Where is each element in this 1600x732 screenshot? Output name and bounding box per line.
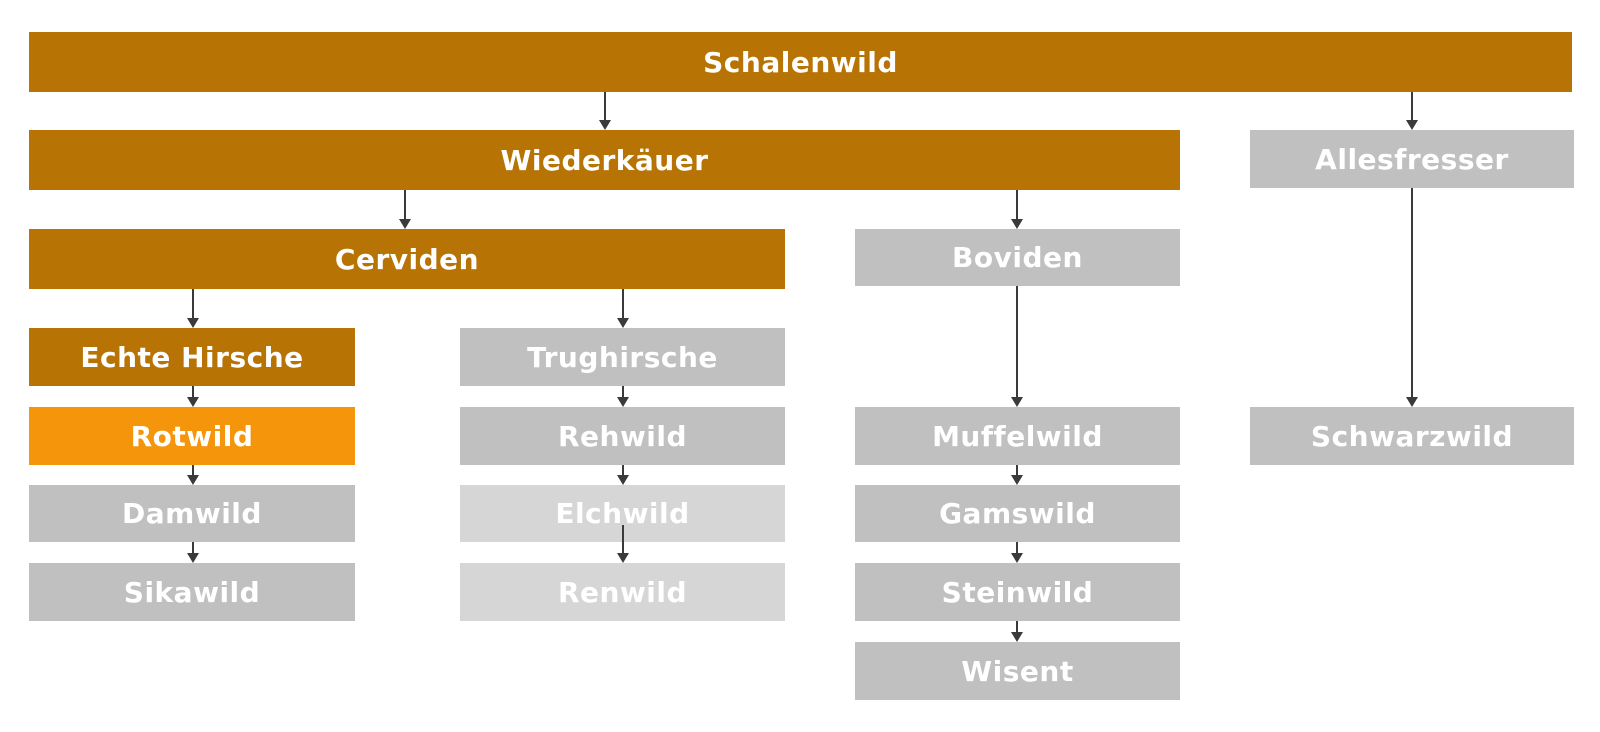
node-wisent: Wisent xyxy=(855,642,1180,700)
node-boviden: Boviden xyxy=(855,229,1180,286)
edge-echte-hirsche-rotwild xyxy=(187,386,199,407)
node-trughirsche: Trughirsche xyxy=(460,328,785,386)
edge-schalenwild-allesfresser xyxy=(1406,92,1418,130)
node-cerviden: Cerviden xyxy=(29,229,785,289)
node-renwild: Renwild xyxy=(460,563,785,621)
edge-rotwild-damwild xyxy=(187,465,199,485)
edge-rehwild-elchwild xyxy=(617,465,629,485)
node-elchwild: Elchwild xyxy=(460,485,785,542)
node-schalenwild: Schalenwild xyxy=(29,32,1572,92)
edge-schalenwild-wiederkaeuer xyxy=(599,92,611,130)
edge-trughirsche-rehwild xyxy=(617,386,629,407)
node-sikawild: Sikawild xyxy=(29,563,355,621)
edge-wiederkaeuer-boviden xyxy=(1011,190,1023,229)
edge-muffelwild-gamswild xyxy=(1011,465,1023,485)
node-schwarzwild: Schwarzwild xyxy=(1250,407,1574,465)
node-echte-hirsche: Echte Hirsche xyxy=(29,328,355,386)
edge-steinwild-wisent xyxy=(1011,621,1023,642)
node-muffelwild: Muffelwild xyxy=(855,407,1180,465)
node-rotwild: Rotwild xyxy=(29,407,355,465)
node-rehwild: Rehwild xyxy=(460,407,785,465)
node-allesfresser: Allesfresser xyxy=(1250,130,1574,188)
node-gamswild: Gamswild xyxy=(855,485,1180,542)
edge-gamswild-steinwild xyxy=(1011,542,1023,563)
edge-boviden-muffelwild xyxy=(1011,286,1023,407)
edge-wiederkaeuer-cerviden xyxy=(399,190,411,229)
edge-cerviden-trughirsche xyxy=(617,289,629,328)
edge-allesfresser-schwarzwild xyxy=(1406,188,1418,407)
node-damwild: Damwild xyxy=(29,485,355,542)
node-wiederkaeuer: Wiederkäuer xyxy=(29,130,1180,190)
edge-cerviden-echte-hirsche xyxy=(187,289,199,328)
edge-damwild-sikawild xyxy=(187,542,199,563)
node-steinwild: Steinwild xyxy=(855,563,1180,621)
